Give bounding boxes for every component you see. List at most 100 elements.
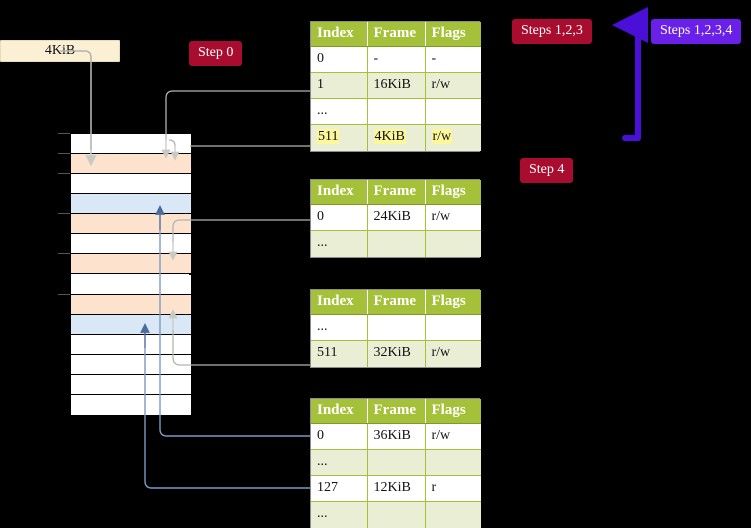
cell-index: ... [311, 98, 368, 125]
memory-frame-10 [71, 334, 191, 355]
highlighted-value: r/w [431, 129, 453, 145]
column-header-frame: Frame [367, 399, 426, 424]
steps-123-label: Steps 1,2,3 [521, 23, 583, 38]
column-header-frame: Frame [367, 290, 426, 315]
memory-frame-12 [71, 374, 191, 395]
memory-frame-7 [71, 274, 191, 295]
cell-frame [367, 314, 426, 341]
memory-frame-9 [71, 314, 191, 335]
cell-flags [425, 98, 481, 125]
memory-frame-3 [71, 194, 191, 215]
memory-frame-8 [71, 294, 191, 315]
column-header-flags: Flags [425, 180, 481, 205]
highlighted-value: 4KiB [373, 129, 406, 145]
table-row[interactable]: 0-- [311, 46, 481, 73]
memory-frame-11 [71, 354, 191, 375]
cell-index: ... [311, 501, 368, 528]
steps-123-badge: Steps 1,2,3 [512, 19, 592, 44]
cell-index: 0 [311, 423, 368, 450]
cell-frame: 16KiB [367, 72, 426, 99]
cell-flags: r [425, 475, 481, 502]
step-4-badge: Step 4 [520, 158, 574, 183]
memory-frame-6 [71, 254, 191, 275]
cell-frame: 24KiB [367, 204, 426, 231]
wire-memory-to-pd [168, 309, 310, 366]
cell-frame: 4KiB [367, 124, 426, 151]
memory-frame-13 [71, 394, 191, 415]
memory-tick-6 [58, 253, 70, 255]
cell-frame: 36KiB [367, 423, 426, 450]
table-row[interactable]: ... [311, 230, 481, 257]
cell-index: ... [311, 314, 368, 341]
memory-frame-1 [71, 154, 191, 175]
cell-frame [367, 230, 426, 257]
table-row[interactable]: ... [311, 98, 481, 125]
physical-memory-column [70, 133, 191, 415]
cell-flags: - [425, 46, 481, 73]
step-0-label: Step 0 [198, 45, 234, 60]
step-4-label: Step 4 [529, 162, 565, 177]
column-header-index: Index [311, 180, 368, 205]
wire-pdp-row0-to-memory [168, 219, 310, 261]
memory-frame-0 [71, 134, 191, 155]
memory-tick-0 [58, 133, 70, 134]
size-label-text: 4KiB [44, 43, 76, 58]
table-row[interactable]: ... [311, 501, 481, 528]
memory-frame-4 [71, 214, 191, 235]
memory-tick-1 [58, 153, 70, 155]
column-header-index: Index [311, 290, 368, 315]
cell-index: 0 [311, 46, 368, 73]
cell-flags [425, 230, 481, 257]
cell-index: 1 [311, 72, 368, 99]
cell-index: 0 [311, 204, 368, 231]
column-header-flags: Flags [425, 290, 481, 315]
cell-frame [367, 501, 426, 528]
steps-1234-label: Steps 1,2,3,4 [660, 23, 733, 38]
cell-flags [425, 314, 481, 341]
table-row[interactable]: ... [311, 449, 481, 476]
steps-loop-arrow [612, 7, 648, 141]
memory-tick-2 [58, 173, 70, 175]
cell-frame: 12KiB [367, 475, 426, 502]
cell-frame: - [367, 46, 426, 73]
cell-flags [425, 449, 481, 476]
cell-flags: r/w [425, 423, 481, 450]
memory-tick-8 [58, 293, 70, 295]
cell-flags [425, 501, 481, 528]
column-header-frame: Frame [367, 22, 426, 47]
memory-tick-4 [58, 213, 70, 215]
table-row[interactable]: 511 4KiB r/w [311, 124, 481, 151]
size-label-4kib: 4KiB [0, 40, 120, 62]
cell-frame [367, 449, 426, 476]
steps-1234-badge: Steps 1,2,3,4 [651, 19, 742, 44]
cell-index: ... [311, 449, 368, 476]
cell-index: 511 [311, 340, 368, 367]
table-row[interactable]: ... [311, 314, 481, 341]
column-header-frame: Frame [367, 180, 426, 205]
cell-flags: r/w [425, 72, 481, 99]
column-header-index: Index [311, 22, 368, 47]
column-header-flags: Flags [425, 22, 481, 47]
cell-frame: 32KiB [367, 340, 426, 367]
cell-index: ... [311, 230, 368, 257]
cell-frame [367, 98, 426, 125]
cell-index: 127 [311, 475, 368, 502]
step-0-badge: Step 0 [189, 41, 243, 66]
cell-flags: r/w [425, 124, 481, 151]
column-header-index: Index [311, 399, 368, 424]
cell-index: 511 [311, 124, 368, 151]
memory-frame-5 [71, 234, 191, 255]
memory-frame-2 [71, 174, 191, 195]
highlighted-value: 511 [317, 129, 340, 145]
cell-flags: r/w [425, 340, 481, 367]
